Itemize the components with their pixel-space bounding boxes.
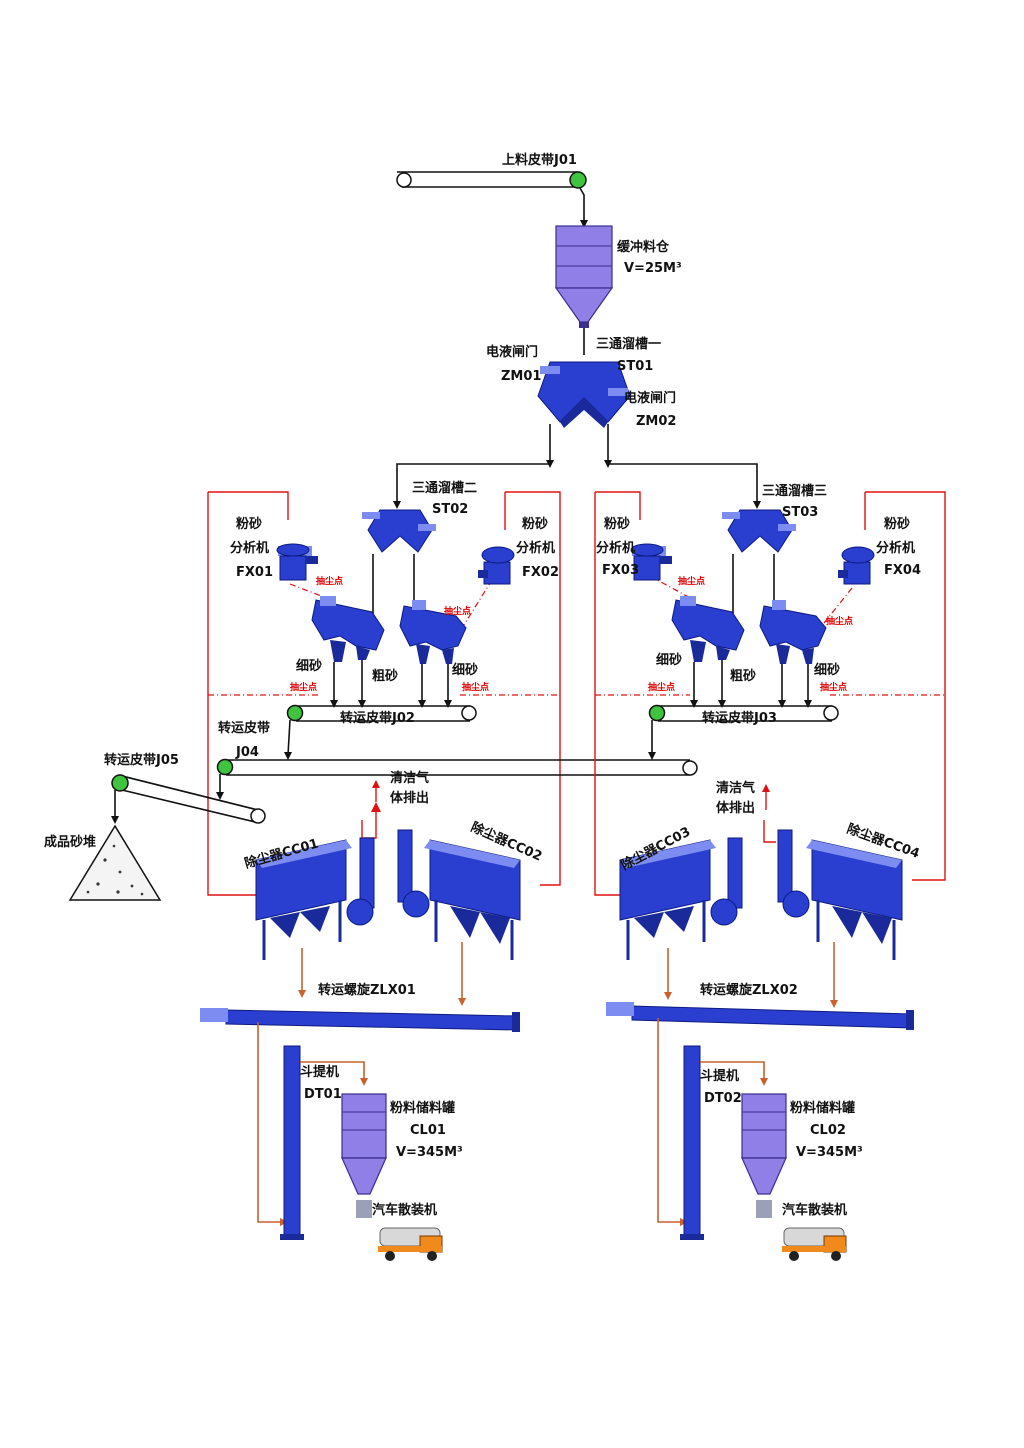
left-module	[200, 491, 561, 1261]
label-dt02-name: 斗提机	[700, 1068, 739, 1084]
label-fx02-a: 粉砂	[522, 516, 548, 532]
label-coarse-sand: 粗砂	[372, 668, 398, 684]
label-dust-point: 抽尘点	[444, 605, 471, 617]
label-dust-point: 抽尘点	[826, 615, 853, 627]
label-fx02-code: FX02	[522, 565, 559, 580]
label-dt02: DT02	[704, 1091, 742, 1106]
label-fx04-code: FX04	[884, 563, 921, 578]
fans-right	[710, 829, 810, 926]
analyzer-fx01	[276, 543, 318, 581]
sand-pile	[68, 824, 162, 901]
label-dust-point: 抽尘点	[290, 681, 317, 693]
pulley-icon	[569, 171, 587, 189]
bucket-elevator-dt01	[283, 1045, 301, 1237]
tanker-truck-icon	[782, 1227, 847, 1261]
classifier-left-a	[311, 596, 385, 662]
dust-collector-cc01	[255, 839, 352, 960]
label-sand-pile: 成品砂堆	[44, 834, 96, 850]
label-dust-point: 抽尘点	[316, 575, 343, 587]
classifier-right-b	[759, 600, 827, 664]
label-cl01-name: 粉料储料罐	[390, 1100, 455, 1116]
three-way-chute-st01	[537, 361, 631, 468]
label-fine-sand: 细砂	[296, 658, 322, 674]
label-buffer-volume: V=25M³	[624, 261, 682, 276]
label-fx02-b: 分析机	[516, 540, 555, 556]
label-j03: 转运皮带J03	[702, 710, 777, 726]
label-zm01: 电液闸门	[486, 344, 538, 360]
label-fx04-a: 粉砂	[884, 516, 910, 532]
classifier-right-a	[671, 596, 745, 662]
label-fx04-b: 分析机	[876, 540, 915, 556]
right-module	[594, 491, 946, 1261]
bucket-elevator-dt02	[683, 1045, 701, 1237]
label-st02-code: ST02	[432, 502, 468, 517]
label-zm02-code: ZM02	[636, 414, 676, 429]
label-clean-gas-2b: 体排出	[716, 800, 755, 816]
label-j01: 上料皮带J01	[502, 152, 577, 168]
label-fx01-code: FX01	[236, 565, 273, 580]
dust-collector-cc04	[806, 839, 903, 960]
analyzer-fx04	[838, 546, 875, 585]
label-cl01-vol: V=345M³	[396, 1145, 463, 1160]
label-st01-code: ST01	[617, 359, 653, 374]
dust-collector-cc03	[619, 839, 716, 960]
screw-conveyor-zlx02	[606, 1002, 914, 1030]
label-fx03-b: 分析机	[596, 540, 635, 556]
label-dust-point: 抽尘点	[462, 681, 489, 693]
label-cl02-vol: V=345M³	[796, 1145, 863, 1160]
fans-left	[346, 829, 430, 926]
label-dust-point: 抽尘点	[820, 681, 847, 693]
label-j02: 转运皮带J02	[340, 710, 415, 726]
dust-collector-cc02	[424, 839, 521, 960]
label-cl02: CL02	[810, 1123, 846, 1138]
analyzer-fx03	[630, 543, 672, 581]
label-st01: 三通溜槽一	[596, 336, 661, 352]
label-buffer-bin: 缓冲料仓	[617, 239, 670, 255]
belt-j05	[111, 774, 266, 824]
label-loader-2: 汽车散装机	[782, 1202, 847, 1218]
label-dt01: DT01	[304, 1087, 342, 1102]
label-fx03-code: FX03	[602, 563, 639, 578]
label-cl01: CL01	[410, 1123, 446, 1138]
analyzer-fx02	[478, 546, 515, 585]
buffer-bin	[554, 225, 614, 355]
belt-j04	[216, 758, 698, 800]
label-st03-code: ST03	[782, 505, 818, 520]
label-j04: 转运皮带	[218, 720, 270, 736]
screw-conveyor-zlx01	[200, 1008, 520, 1032]
label-clean-gas-1b: 清洁气	[716, 780, 755, 796]
label-zlx01: 转运螺旋ZLX01	[318, 982, 416, 998]
label-dust-point: 抽尘点	[648, 681, 675, 693]
storage-tank-cl02	[741, 1093, 787, 1218]
label-zm01-code: ZM01	[501, 369, 541, 384]
label-fine-sand: 细砂	[452, 662, 478, 678]
label-clean-gas-2: 体排出	[390, 790, 429, 806]
label-fx03-a: 粉砂	[604, 516, 630, 532]
feed-belt-j01	[396, 171, 588, 228]
storage-tank-cl01	[341, 1093, 387, 1218]
label-fine-sand: 细砂	[656, 652, 682, 668]
label-fx01-b: 分析机	[230, 540, 269, 556]
label-fx01-a: 粉砂	[236, 516, 262, 532]
label-zm02: 电液闸门	[624, 390, 676, 406]
tanker-truck-icon	[378, 1227, 443, 1261]
label-fine-sand: 细砂	[814, 662, 840, 678]
label-loader-1: 汽车散装机	[372, 1202, 437, 1218]
classifier-left-b	[399, 600, 467, 664]
label-zlx02: 转运螺旋ZLX02	[700, 982, 798, 998]
label-cl02-name: 粉料储料罐	[790, 1100, 855, 1116]
label-dt01-name: 斗提机	[300, 1064, 339, 1080]
label-j04-code: J04	[235, 745, 259, 760]
label-clean-gas-1: 清洁气	[390, 770, 429, 786]
label-st02: 三通溜槽二	[412, 480, 477, 496]
label-j05: 转运皮带J05	[104, 752, 179, 768]
label-coarse-sand: 粗砂	[730, 668, 756, 684]
label-dust-point: 抽尘点	[678, 575, 705, 587]
label-st03: 三通溜槽三	[762, 483, 827, 499]
